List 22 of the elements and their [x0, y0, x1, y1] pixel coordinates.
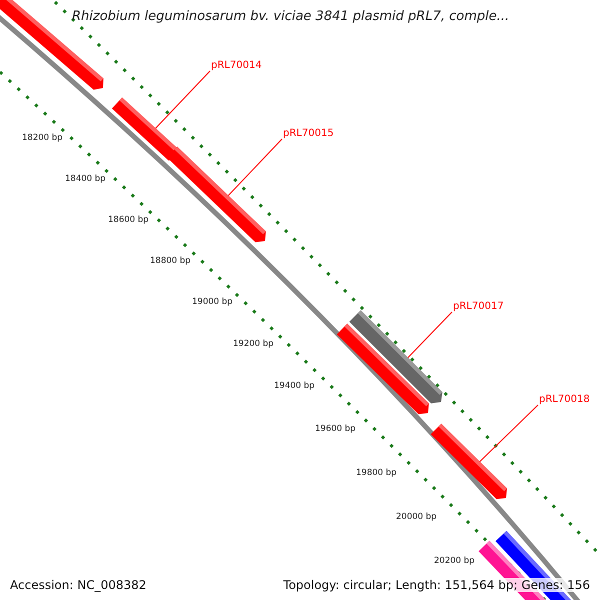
title: Rhizobium leguminosarum bv. viciae 3841 plasmid pRL7, comple... — [72, 9, 510, 24]
gene-label: pRL70014 — [211, 60, 262, 72]
leader-line — [479, 404, 538, 462]
position-label: 18800 bp — [150, 256, 191, 266]
gene-feature — [430, 424, 507, 500]
accession-text: Accession: NC_008382 — [10, 578, 146, 592]
position-label: 18200 bp — [22, 133, 63, 143]
gene-label: pRL70017 — [453, 301, 504, 313]
position-label: 19800 bp — [356, 468, 397, 478]
leader-line — [407, 312, 452, 358]
gene-feature — [166, 146, 266, 242]
position-label: 19200 bp — [233, 339, 274, 349]
leader-line — [155, 70, 210, 129]
position-label: 19600 bp — [315, 424, 356, 434]
position-label: 19400 bp — [274, 381, 315, 391]
gene-label: pRL70015 — [283, 128, 334, 140]
position-label: 19000 bp — [192, 297, 233, 307]
gene-feature — [336, 324, 429, 414]
summary-text: Topology: circular; Length: 151,564 bp; Genes: 156 — [283, 578, 590, 592]
gene-feature — [112, 98, 179, 160]
gene-label: pRL70018 — [539, 394, 590, 406]
leader-line — [228, 138, 282, 196]
